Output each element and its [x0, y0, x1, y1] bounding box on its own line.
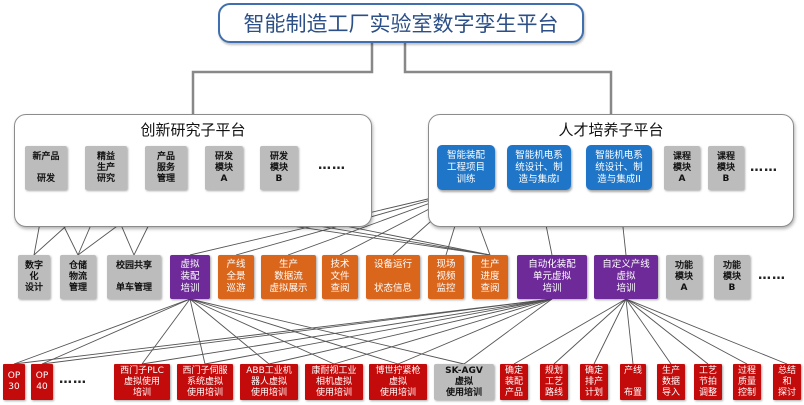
- connector-custom-bottom-1: [553, 298, 627, 365]
- middle-function-module-b[interactable]: 功能 模块 B: [714, 255, 750, 299]
- bottom-confirm-product[interactable]: 确定 装配 产品: [500, 364, 528, 400]
- innovation-subplatform: 创新研究子平台: [14, 114, 372, 227]
- bottom-cognex-camera[interactable]: 康耐视工业 相机虚拟 使用培训: [305, 364, 363, 400]
- connector-auto-bottom-4: [268, 298, 553, 365]
- middle-function-module-a[interactable]: 功能 模块 A: [666, 255, 702, 299]
- connector-custom-bottom-5: [625, 298, 709, 365]
- connector-custom-bottom-2: [593, 298, 627, 365]
- middle-line-tour[interactable]: 产线 全景 巡游: [218, 255, 254, 299]
- connector-auto-bottom-1: [41, 298, 553, 365]
- connector-auto-bottom-3: [204, 298, 553, 365]
- connector-title-talent: [403, 43, 613, 114]
- talent-more-ellipsis: ……: [750, 160, 778, 175]
- connector-virtual-bottom-5: [189, 298, 335, 365]
- connector-custom-bottom-6: [625, 298, 748, 365]
- middle-custom-line-training[interactable]: 自定义产线 虚拟 培训: [594, 255, 658, 299]
- middle-equipment-status[interactable]: 设备运行 状态信息: [366, 255, 420, 299]
- connector-custom-bottom-7: [625, 298, 788, 365]
- innovation-item-rd-module-a[interactable]: 研发 模块 A: [205, 146, 243, 190]
- bottom-line-layout[interactable]: 产线 布置: [620, 364, 646, 400]
- connector-virtual-bottom-6: [189, 298, 399, 365]
- middle-virtual-assembly[interactable]: 虚拟 装配 培训: [170, 255, 210, 299]
- connector-virtual-bottom-4: [189, 298, 270, 365]
- connector-custom-bottom-0: [513, 298, 627, 365]
- talent-item-course-module-a[interactable]: 课程 模块 A: [664, 146, 700, 190]
- bottom-siemens-plc[interactable]: 西门子PLC 虚拟使用 培训: [114, 364, 170, 400]
- talent-item-course-module-b[interactable]: 课程 模块 B: [708, 146, 744, 190]
- innovation-item-new-product-rd[interactable]: 新产品 研发: [25, 146, 67, 190]
- innovation-subplatform-label: 创新研究子平台: [140, 121, 246, 139]
- middle-data-flow[interactable]: 生产 数据流 虚拟展示: [261, 255, 316, 299]
- middle-video-monitor[interactable]: 现场 视频 监控: [428, 255, 464, 299]
- middle-warehouse-logistics[interactable]: 仓储 物流 管理: [60, 255, 96, 299]
- page-title: 智能制造工厂实验室数字孪生平台: [218, 3, 584, 43]
- bottom-siemens-servo[interactable]: 西门子伺服 系统虚拟 使用培训: [177, 364, 233, 400]
- middle-tech-docs[interactable]: 技术 文件 查阅: [322, 255, 358, 299]
- middle-auto-assembly-training[interactable]: 自动化装配 单元虚拟 培训: [517, 255, 587, 299]
- middle-progress-query[interactable]: 生产 进度 查阅: [472, 255, 508, 299]
- bottom-abb-robot[interactable]: ABB工业机 器人虚拟 使用培训: [240, 364, 298, 400]
- middle-campus-bike[interactable]: 校园共享 单车管理: [107, 255, 161, 299]
- bottom-more-ellipsis: ……: [59, 372, 87, 387]
- connector-auto-bottom-2: [141, 298, 553, 365]
- connector-auto-bottom-7: [463, 298, 553, 365]
- connector-auto-bottom-6: [397, 298, 553, 365]
- middle-more-ellipsis: ……: [758, 268, 786, 283]
- innovation-item-rd-module-b[interactable]: 研发 模块 B: [260, 146, 298, 190]
- bottom-op40[interactable]: OP 40: [31, 364, 53, 400]
- bottom-bosch-tightening[interactable]: 博世拧紧枪 虚拟 使用培训: [369, 364, 427, 400]
- innovation-item-lean-production[interactable]: 精益 生产 研究: [85, 146, 127, 190]
- bottom-takt-adjust[interactable]: 工艺 节拍 调整: [694, 364, 722, 400]
- bottom-production-schedule[interactable]: 确定 排产 计划: [580, 364, 608, 400]
- bottom-data-import[interactable]: 生产 数据 导入: [657, 364, 685, 400]
- bottom-quality-control[interactable]: 过程 质量 控制: [733, 364, 761, 400]
- connector-virtual-bottom-3: [189, 298, 206, 365]
- connector-custom-bottom-4: [625, 298, 672, 365]
- talent-subplatform-label: 人才培养子平台: [558, 121, 664, 139]
- connector-virtual-bottom-1: [41, 298, 191, 365]
- bottom-plan-route[interactable]: 规划 工艺 路线: [540, 364, 568, 400]
- talent-item-mechatronics-2[interactable]: 智能机电系 统设计、制 造与集成II: [586, 145, 652, 190]
- bottom-sk-agv[interactable]: SK-AGV 虚拟 使用培训: [434, 364, 494, 400]
- connector-auto-bottom-0: [13, 298, 553, 365]
- talent-item-assembly-training[interactable]: 智能装配 工程项目 训练: [437, 145, 495, 190]
- connector-virtual-bottom-2: [141, 298, 191, 365]
- innovation-item-product-service[interactable]: 产品 服务 管理: [145, 146, 187, 190]
- middle-digital-design[interactable]: 数字 化 设计: [18, 255, 50, 299]
- connector-virtual-bottom-7: [189, 298, 465, 365]
- connector-title-innovation: [191, 43, 374, 114]
- connector-custom-bottom-3: [625, 298, 634, 365]
- connector-virtual-bottom-0: [13, 298, 191, 365]
- bottom-op30[interactable]: OP 30: [3, 364, 25, 400]
- bottom-summary[interactable]: 总结 和 探讨: [773, 364, 801, 400]
- innovation-more-ellipsis: ……: [318, 158, 346, 173]
- talent-item-mechatronics-1[interactable]: 智能机电系 统设计、制 造与集成I: [507, 145, 571, 190]
- connector-auto-bottom-5: [333, 298, 553, 365]
